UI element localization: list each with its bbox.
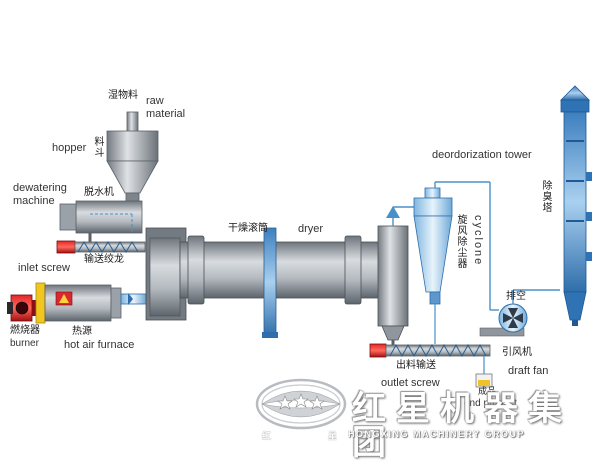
diagram-drawing bbox=[7, 85, 592, 430]
dryer-to-cyclone-duct bbox=[386, 206, 414, 226]
dewatering-machine bbox=[59, 200, 143, 234]
deodorization-tower bbox=[560, 85, 592, 326]
end-product-label-cn: 成品 bbox=[478, 387, 497, 397]
burner-label-cn: 燃烧器 bbox=[10, 325, 40, 336]
heat-source-label-cn: 热源 bbox=[72, 326, 92, 337]
outlet-screw-conveyor bbox=[369, 340, 491, 374]
logo-name-en: HONGXING MACHINERY GROUP bbox=[348, 429, 526, 439]
process-diagram: 湿物料 raw material hopper 料斗 dewatering ma… bbox=[7, 85, 592, 460]
draft-fan-label-cn: 引风机 bbox=[502, 347, 532, 358]
cyclone-label-cn: 旋风除尘器 bbox=[455, 214, 466, 269]
exhaust-label-cn: 排空 bbox=[506, 291, 526, 302]
burner bbox=[7, 294, 40, 322]
cyclone-dust-collector bbox=[413, 181, 491, 344]
cyclone-label-en: cyclone bbox=[472, 215, 484, 267]
draft-fan-label-en: draft fan bbox=[508, 365, 549, 377]
hot-air-furnace-label-en: hot air furnace bbox=[64, 339, 135, 351]
deodorization-tower-label-cn: 除臭塔 bbox=[540, 180, 551, 213]
dewatering-label-cn: 脱水机 bbox=[84, 187, 114, 198]
raw-material-label-en: raw material bbox=[146, 95, 186, 120]
end-product-bin bbox=[475, 373, 493, 388]
outlet-screw-label-en: outlet screw bbox=[381, 377, 440, 389]
raw-material-inlet bbox=[126, 111, 139, 133]
draft-fan bbox=[479, 289, 560, 337]
inlet-screw-conveyor bbox=[56, 233, 146, 254]
hopper bbox=[106, 130, 159, 202]
rotary-dryer bbox=[145, 225, 409, 341]
raw-material-label-cn: 湿物料 bbox=[108, 90, 138, 101]
inlet-screw-label-en: inlet screw bbox=[18, 262, 70, 274]
burner-label-en: burner bbox=[10, 338, 39, 349]
dryer-label-en: dryer bbox=[298, 223, 324, 235]
end-product-label-en: end product bbox=[464, 398, 517, 409]
conveyor-label-cn: 输送绞龙 bbox=[84, 254, 124, 265]
outlet-conveyor-label-cn: 出料输送 bbox=[396, 360, 436, 371]
hopper-label-en: hopper bbox=[52, 142, 87, 154]
logo-sub-right: 星 bbox=[328, 432, 338, 442]
dewatering-label-en: dewatering machine bbox=[13, 182, 67, 207]
logo-sub-left: 红 bbox=[262, 432, 272, 442]
logo-emblem bbox=[255, 378, 347, 430]
hot-air-furnace bbox=[35, 282, 147, 324]
hopper-label-cn: 料斗 bbox=[92, 136, 103, 158]
deodorization-tower-label-en: deordorization tower bbox=[432, 149, 532, 161]
dryer-drum-label-cn: 干燥滚筒 bbox=[228, 223, 268, 234]
